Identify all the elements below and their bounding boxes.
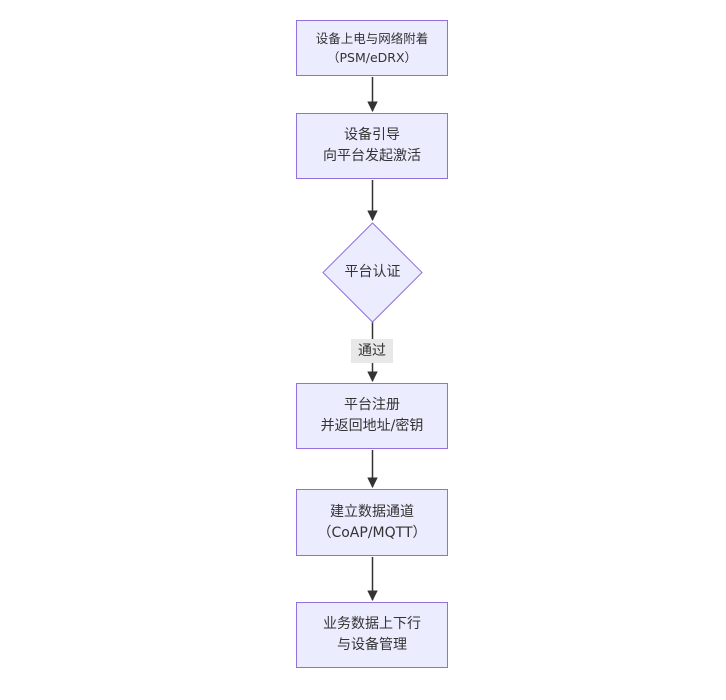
- node-text-line: 向平台发起激活: [323, 148, 421, 164]
- decision-platform-auth: 平台认证: [344, 264, 401, 280]
- node-text-line: 设备上电与网络附着: [315, 31, 429, 46]
- node-business-data: 业务数据上下行 与设备管理: [296, 602, 448, 668]
- edge-label-pass: 通过: [351, 339, 393, 363]
- node-text-line: 设备引导: [344, 127, 400, 143]
- node-text-line: （CoAP/MQTT）: [317, 524, 427, 541]
- node-text-line: 建立数据通道: [330, 503, 414, 520]
- node-text-line: 平台注册: [344, 397, 400, 413]
- node-text-line: 业务数据上下行: [323, 616, 421, 632]
- node-text-line: 与设备管理: [337, 637, 407, 653]
- node-device-bootstrap: 设备引导 向平台发起激活: [296, 113, 448, 179]
- node-platform-register: 平台注册 并返回地址/密钥: [296, 383, 448, 449]
- node-power-on-attach: 设备上电与网络附着 （PSM/eDRX）: [296, 20, 448, 76]
- node-text-line: 并返回地址/密钥: [320, 418, 424, 434]
- node-data-channel: 建立数据通道 （CoAP/MQTT）: [296, 489, 448, 556]
- node-text-line: （PSM/eDRX）: [326, 50, 418, 65]
